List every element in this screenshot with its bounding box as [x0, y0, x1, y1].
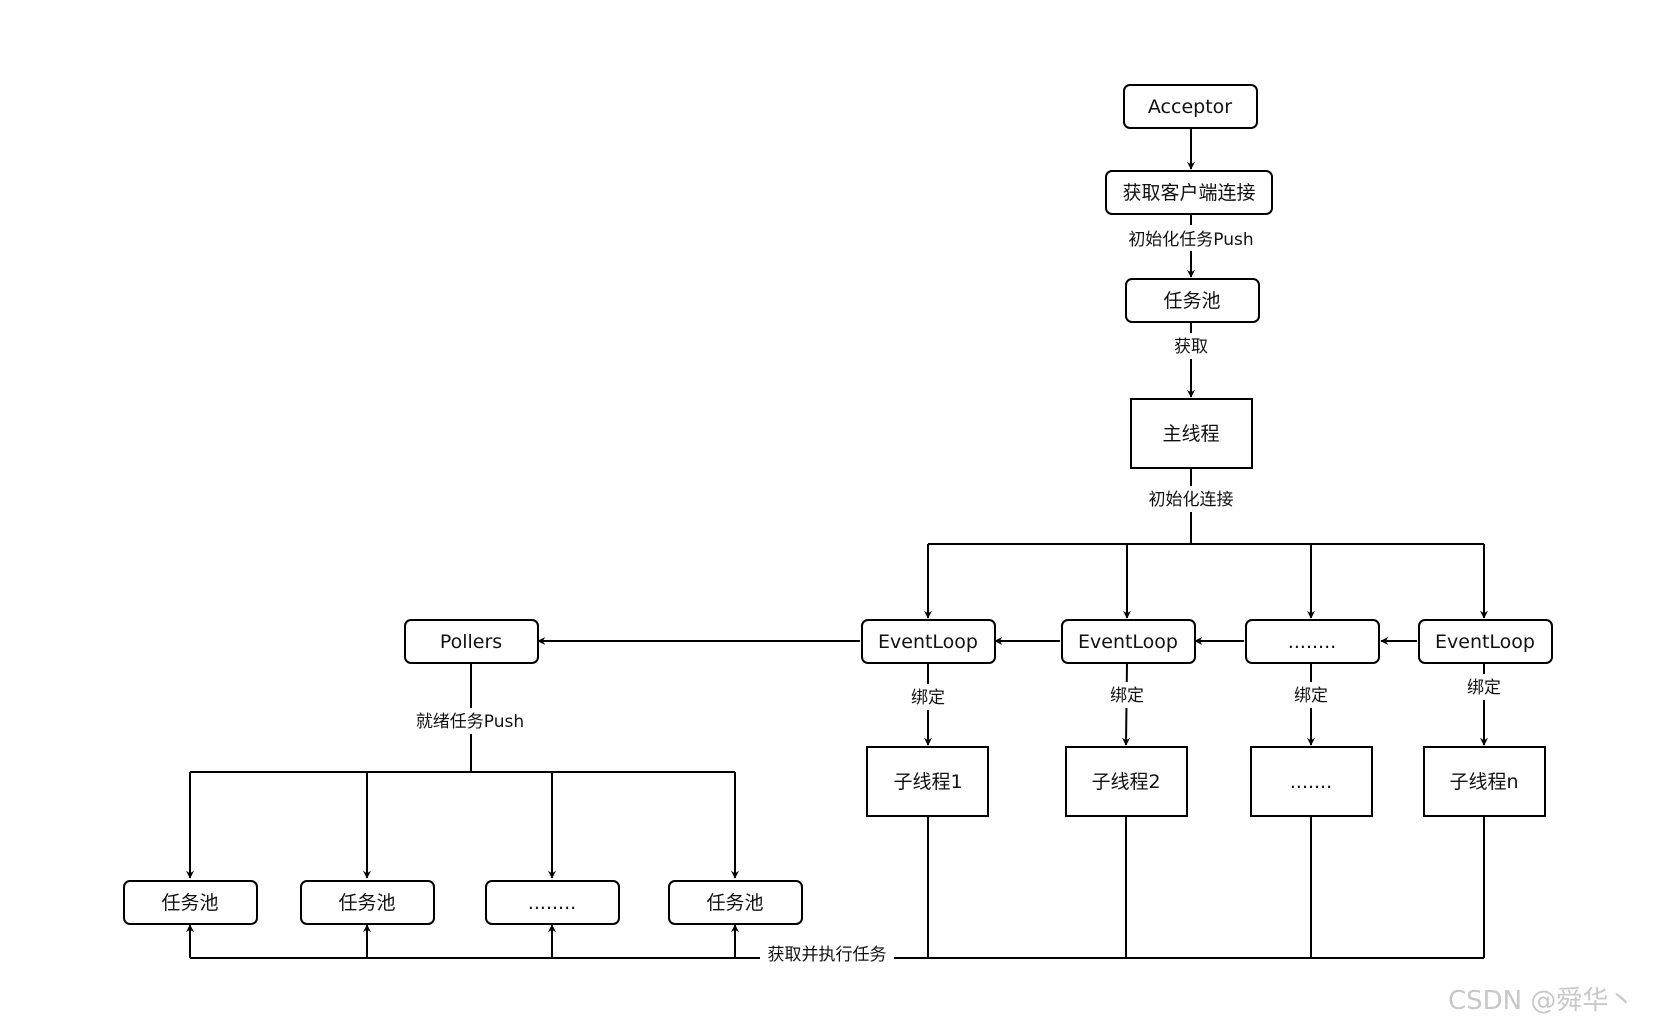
node-main-thread-label: 主线程: [1162, 423, 1219, 445]
watermark: CSDN @舜华丶: [1448, 986, 1634, 1016]
node-pollers-label: Pollers: [440, 631, 502, 653]
node-eventloop-2: EventLoop: [1061, 619, 1196, 664]
label-bind-2: 绑定: [1105, 682, 1149, 708]
node-eventloop-etc-label: ........: [1288, 631, 1336, 653]
label-fetch-text: 获取: [1174, 337, 1208, 357]
label-bind-2-text: 绑定: [1110, 686, 1144, 706]
node-pool-2-label: 任务池: [338, 892, 395, 914]
node-sub-thread-n-label: 子线程n: [1449, 771, 1518, 793]
label-fetch-and-execute: 获取并执行任务: [760, 941, 894, 967]
node-eventloop-n: EventLoop: [1418, 619, 1553, 664]
label-fetch: 获取: [1169, 333, 1213, 359]
node-sub-thread-etc: .......: [1250, 746, 1373, 817]
node-sub-thread-1-label: 子线程1: [893, 771, 962, 793]
label-init-connection-text: 初始化连接: [1149, 490, 1234, 510]
node-pool-4-label: 任务池: [706, 892, 763, 914]
label-ready-task-push: 就绪任务Push: [408, 708, 536, 734]
node-sub-thread-2: 子线程2: [1065, 746, 1188, 817]
node-acceptor-label: Acceptor: [1148, 96, 1232, 118]
node-get-client-conn: 获取客户端连接: [1105, 170, 1273, 215]
label-init-connection: 初始化连接: [1143, 486, 1239, 512]
node-pool-1: 任务池: [123, 880, 258, 925]
label-fetch-and-execute-text: 获取并执行任务: [768, 945, 887, 965]
node-pollers: Pollers: [404, 619, 539, 664]
node-pool-etc-label: ........: [528, 892, 576, 914]
connectors: [186, 129, 1488, 959]
label-init-task-push-text: 初始化任务Push: [1128, 230, 1253, 250]
label-bind-1: 绑定: [906, 684, 950, 710]
node-eventloop-etc: ........: [1245, 619, 1380, 664]
node-acceptor: Acceptor: [1123, 84, 1258, 129]
node-task-pool-top-label: 任务池: [1163, 290, 1220, 312]
node-sub-thread-n: 子线程n: [1423, 746, 1546, 817]
label-ready-task-push-text: 就绪任务Push: [416, 712, 524, 732]
node-pool-2: 任务池: [300, 880, 435, 925]
node-sub-thread-etc-label: .......: [1290, 771, 1332, 793]
node-get-client-conn-label: 获取客户端连接: [1122, 182, 1255, 204]
label-bind-etc-text: 绑定: [1294, 686, 1328, 706]
node-pool-1-label: 任务池: [161, 892, 218, 914]
node-eventloop-2-label: EventLoop: [1078, 631, 1178, 653]
node-pool-etc: ........: [485, 880, 620, 925]
node-sub-thread-1: 子线程1: [866, 746, 989, 817]
node-pool-4: 任务池: [668, 880, 803, 925]
label-bind-etc: 绑定: [1289, 682, 1333, 708]
node-sub-thread-2-label: 子线程2: [1091, 771, 1160, 793]
node-task-pool-top: 任务池: [1125, 278, 1260, 323]
label-init-task-push: 初始化任务Push: [1118, 225, 1264, 251]
node-main-thread: 主线程: [1130, 398, 1253, 469]
label-bind-1-text: 绑定: [911, 688, 945, 708]
label-bind-n-text: 绑定: [1467, 678, 1501, 698]
node-eventloop-n-label: EventLoop: [1435, 631, 1535, 653]
label-bind-n: 绑定: [1462, 674, 1506, 700]
node-eventloop-1-label: EventLoop: [878, 631, 978, 653]
node-eventloop-1: EventLoop: [861, 619, 996, 664]
